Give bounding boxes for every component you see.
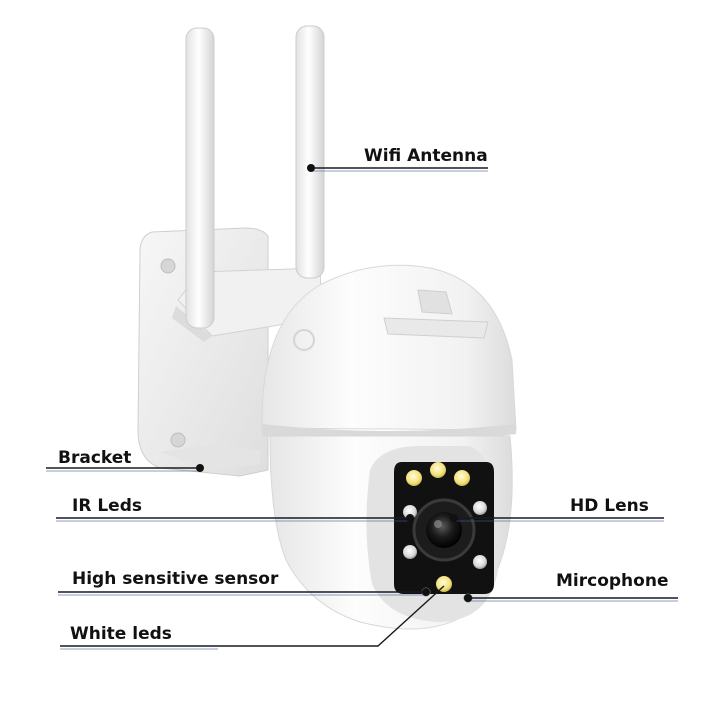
antenna-right: [295, 25, 325, 279]
leader-lines: [46, 167, 678, 647]
antenna-left: [185, 27, 215, 329]
leader-dots: [196, 164, 472, 602]
label-ir-leds: IR Leds: [72, 496, 142, 516]
camera-dome: [261, 264, 517, 443]
label-bracket: Bracket: [58, 448, 132, 468]
leader-white-leds: [60, 585, 445, 647]
dot-ir-leds: [406, 514, 414, 522]
hd-lens: [412, 498, 476, 562]
dot-microphone: [464, 594, 472, 602]
label-wifi-antenna: Wifi Antenna: [364, 146, 488, 166]
leader-accents: [46, 170, 678, 650]
label-white-leds: White leds: [70, 624, 172, 644]
white-led-group: [406, 462, 470, 592]
label-high-sensitive-sensor: High sensitive sensor: [72, 569, 279, 589]
dot-bracket: [196, 464, 204, 472]
ir-led-group: [403, 501, 487, 569]
dot-hd-lens: [450, 514, 458, 522]
dot-sensor: [422, 588, 430, 596]
label-microphone: Mircophone: [556, 571, 669, 591]
dot-wifi-antenna: [307, 164, 315, 172]
label-hd-lens: HD Lens: [570, 496, 649, 516]
